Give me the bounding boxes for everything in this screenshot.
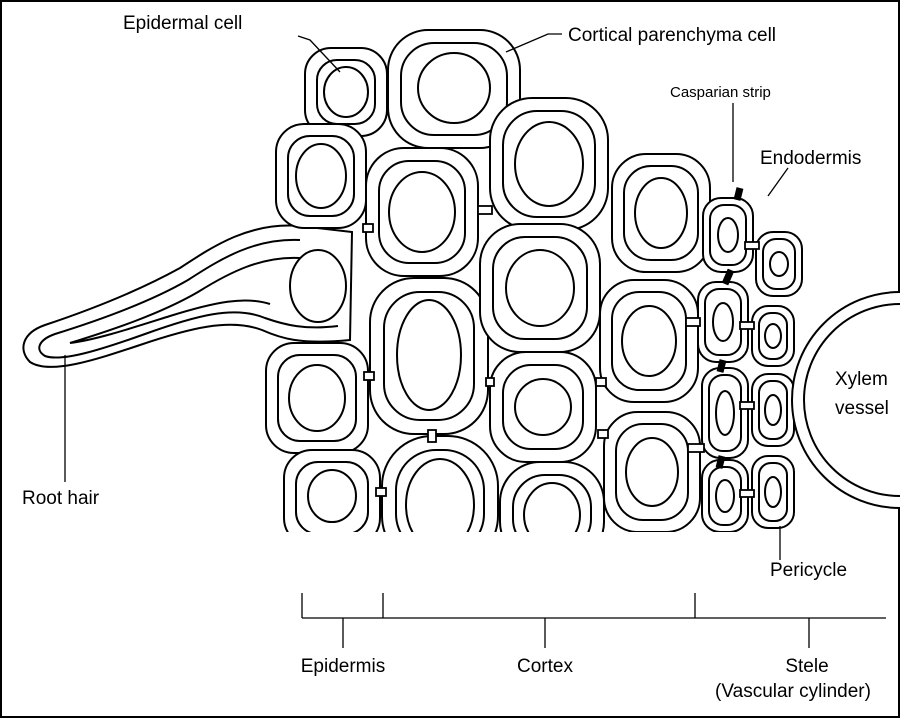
- label-vessel: vessel: [835, 398, 889, 419]
- label-pericycle: Pericycle: [770, 560, 847, 581]
- scale-label-stele: Stele: [785, 656, 828, 677]
- tissue-group: [23, 30, 900, 566]
- label-root-hair: Root hair: [22, 488, 100, 509]
- label-cortical-parenchyma-cell: Cortical parenchyma cell: [568, 25, 776, 46]
- label-epidermal-cell: Epidermal cell: [123, 13, 242, 34]
- label-casparian-strip: Casparian strip: [670, 84, 771, 101]
- cortical-cells: [366, 30, 710, 566]
- scale-label-vascular-cylinder: (Vascular cylinder): [715, 681, 871, 702]
- label-xylem: Xylem: [835, 369, 888, 390]
- scale-label-cortex: Cortex: [517, 656, 573, 677]
- label-endodermis: Endodermis: [760, 148, 861, 169]
- tissue-scale-bar: [302, 593, 886, 648]
- scale-label-epidermis: Epidermis: [301, 656, 385, 677]
